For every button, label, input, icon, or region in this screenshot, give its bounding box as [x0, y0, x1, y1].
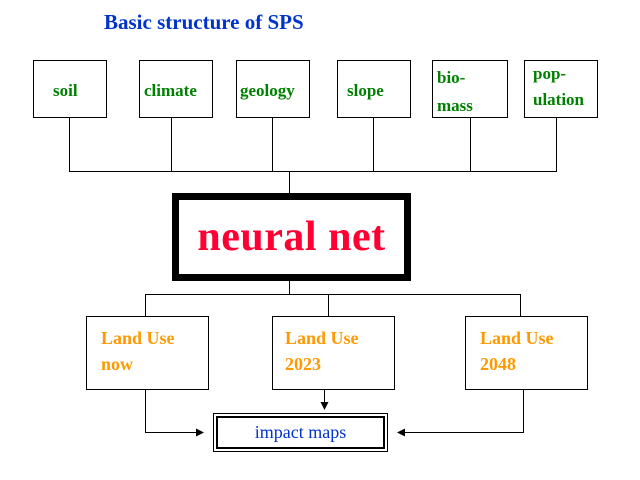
diagram-title: Basic structure of SPS: [104, 10, 304, 34]
output-label-now-line1: Land Use: [101, 328, 175, 348]
input-box-geology: geology: [236, 60, 310, 118]
impact-maps-inner: impact maps: [216, 416, 385, 449]
input-label-population-line2: ulation: [533, 90, 585, 109]
output-box-land-use-now: Land Use now: [86, 316, 209, 390]
input-box-slope: slope: [337, 60, 411, 118]
impact-connectors: [145, 389, 524, 437]
input-label-climate: climate: [144, 81, 197, 100]
input-connectors: [69, 117, 557, 193]
input-box-soil: soil: [33, 60, 107, 118]
output-label-now-line2: now: [101, 354, 134, 374]
output-label-2023-line2: 2023: [285, 354, 321, 374]
output-label-2048-line1: Land Use: [480, 328, 554, 348]
impact-maps-box: impact maps: [213, 413, 388, 452]
input-label-slope: slope: [347, 81, 384, 100]
output-connectors: [145, 281, 521, 316]
impact-maps-label: impact maps: [254, 422, 347, 442]
input-label-biomass-line2: mass: [437, 96, 473, 115]
output-label-2048-line2: 2048: [480, 354, 516, 374]
input-label-geology: geology: [240, 81, 295, 100]
input-label-soil: soil: [53, 81, 78, 100]
input-box-biomass: bio- mass: [432, 60, 508, 118]
input-box-population: pop- ulation: [524, 60, 598, 118]
output-box-land-use-2023: Land Use 2023: [272, 316, 395, 390]
output-label-2023-line1: Land Use: [285, 328, 359, 348]
input-box-climate: climate: [139, 60, 213, 118]
input-label-population-line1: pop-: [533, 64, 567, 83]
neural-net-label: neural net: [197, 214, 386, 260]
input-label-biomass-line1: bio-: [437, 68, 466, 87]
output-box-land-use-2048: Land Use 2048: [465, 316, 588, 390]
neural-net-box: neural net: [172, 193, 411, 281]
